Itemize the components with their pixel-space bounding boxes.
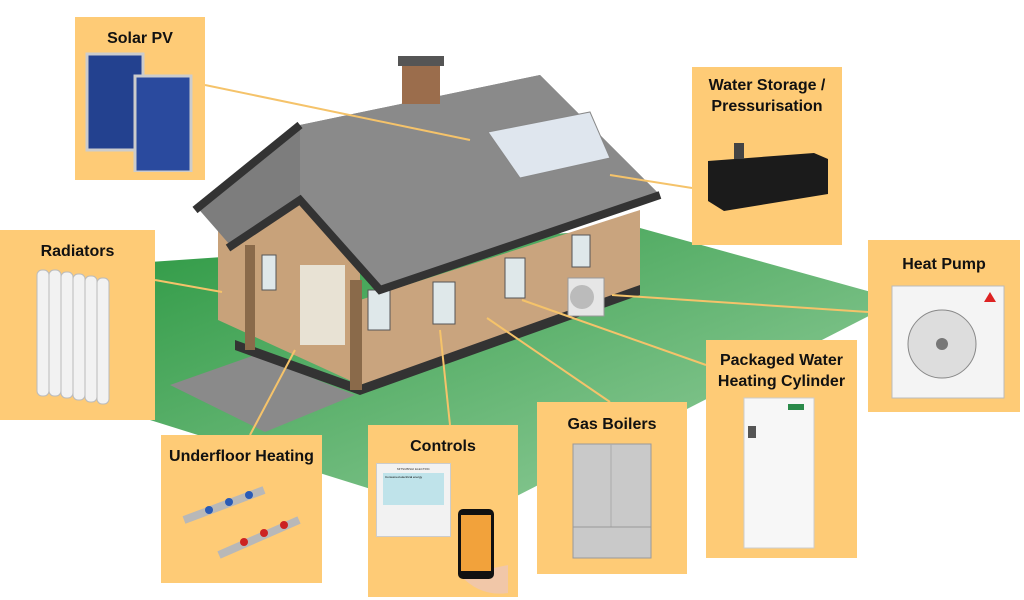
- radiators-card[interactable]: Radiators: [0, 230, 155, 420]
- underfloor-manifold-image: [182, 486, 301, 559]
- smartphone-controls-image: [458, 509, 508, 594]
- radiators-label: Radiators: [40, 243, 115, 260]
- controls-label: Controls: [410, 438, 476, 455]
- gas-boilers-card[interactable]: Gas Boilers: [537, 402, 687, 574]
- cylinder-image: [743, 397, 815, 549]
- water-storage-card[interactable]: Water Storage / Pressurisation: [692, 67, 842, 245]
- solar-pv-label: Solar PV: [107, 30, 173, 47]
- window: [504, 257, 526, 299]
- underfloor-heating-card[interactable]: Underfloor Heating: [161, 435, 322, 583]
- packaged-cylinder-label-line1: Packaged Water: [719, 352, 843, 369]
- window: [367, 289, 391, 331]
- water-storage-label-line2: Pressurisation: [711, 98, 823, 115]
- solar-panels-image: [85, 52, 193, 172]
- controller-brand: MITSUBISHI ELECTRIC: [397, 467, 430, 471]
- path: [170, 355, 355, 432]
- wall-controller-image: MITSUBISHI ELECTRIC Consumed electrical …: [376, 463, 451, 537]
- water-storage-label: Water Storage / Pressurisation: [692, 75, 842, 117]
- packaged-cylinder-card[interactable]: Packaged Water Heating Cylinder: [706, 340, 857, 558]
- window: [571, 234, 591, 268]
- window: [261, 254, 277, 291]
- house-wall-side: [360, 210, 640, 385]
- heat-pump-card[interactable]: Heat Pump: [868, 240, 1020, 412]
- underfloor-heating-label: Underfloor Heating: [169, 448, 314, 465]
- gas-boilers-label: Gas Boilers: [567, 416, 657, 433]
- roof-solar-panel: [487, 111, 611, 179]
- solar-pv-card[interactable]: Solar PV: [75, 17, 205, 180]
- window: [432, 281, 456, 325]
- leader-lines: [154, 84, 869, 436]
- gas-boiler-image: [572, 443, 652, 559]
- water-storage-tank-image: [708, 143, 828, 211]
- radiator-image: [36, 269, 110, 405]
- chimney: [402, 62, 440, 104]
- packaged-cylinder-label: Packaged Water Heating Cylinder: [706, 350, 857, 392]
- heat-pump-image: [891, 285, 1005, 399]
- controller-screen-title: Consumed electrical energy: [385, 475, 423, 479]
- controls-card[interactable]: Controls MITSUBISHI ELECTRIC Consumed el…: [368, 425, 518, 597]
- heat-pump-label: Heat Pump: [902, 256, 986, 273]
- water-storage-label-line1: Water Storage /: [708, 77, 826, 94]
- packaged-cylinder-label-line2: Heating Cylinder: [717, 373, 846, 390]
